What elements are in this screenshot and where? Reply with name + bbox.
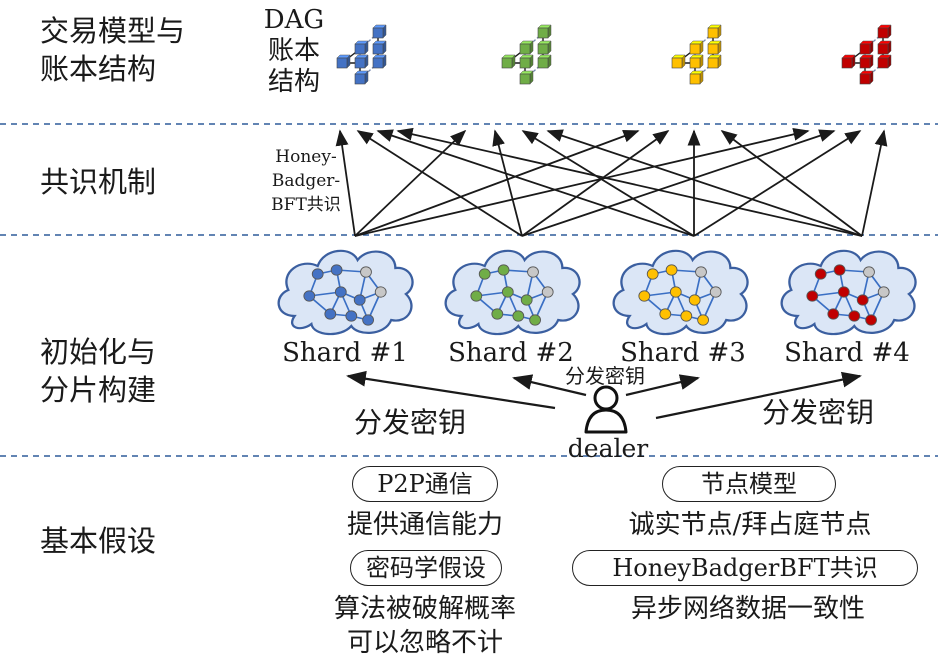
shard-clouds bbox=[277, 249, 917, 336]
consensus-note-line1: Honey- bbox=[275, 147, 336, 167]
dag-label-line2: 账本 bbox=[268, 36, 320, 66]
dag-block-group-3 bbox=[671, 24, 722, 85]
dag-label-line3: 结构 bbox=[268, 67, 320, 97]
consensus-note-line3: BFT共识 bbox=[271, 195, 341, 215]
shard-cloud-2 bbox=[444, 249, 581, 336]
key-distribution-center: 分发密钥 bbox=[565, 364, 645, 388]
shard-cloud-3 bbox=[612, 249, 749, 336]
dag-ledger-groups bbox=[336, 24, 892, 85]
key-distribution-right: 分发密钥 bbox=[761, 396, 874, 429]
shard-cloud-1 bbox=[277, 249, 414, 336]
dag-label-line1: DAG bbox=[264, 5, 324, 35]
node-model-desc: 诚实节点/拜占庭节点 bbox=[628, 510, 872, 540]
crypto-assumption-desc: 算法被破解概率 可以忽略不计 bbox=[333, 594, 516, 658]
shard-label-2: Shard #2 bbox=[448, 338, 574, 368]
consensus-arrows bbox=[335, 127, 888, 237]
shard-label-3: Shard #3 bbox=[620, 338, 746, 368]
dag-block-group-1 bbox=[336, 24, 387, 85]
consensus-note-line2: Badger- bbox=[272, 171, 340, 191]
key-distribution-left: 分发密钥 bbox=[353, 406, 466, 439]
honeybadger-consensus-box: HoneyBadgerBFT共识 bbox=[572, 550, 918, 586]
p2p-communication-desc: 提供通信能力 bbox=[346, 510, 503, 540]
honeybadger-consensus-desc: 异步网络数据一致性 bbox=[630, 594, 865, 624]
node-model-box: 节点模型 bbox=[662, 466, 836, 502]
dag-block-group-4 bbox=[841, 24, 892, 85]
layer-label-init: 初始化与 分片构建 bbox=[40, 335, 157, 407]
layer-label-ledger: 交易模型与 账本结构 bbox=[40, 14, 186, 86]
shard-cloud-4 bbox=[780, 249, 917, 336]
dealer-icon bbox=[584, 385, 628, 434]
shard-label-1: Shard #1 bbox=[282, 338, 408, 368]
layer-label-consensus: 共识机制 bbox=[40, 165, 157, 199]
dealer-label: dealer bbox=[567, 434, 649, 463]
layer-label-assumption: 基本假设 bbox=[40, 524, 157, 558]
shard-label-4: Shard #4 bbox=[784, 338, 910, 368]
crypto-assumption-box: 密码学假设 bbox=[350, 550, 502, 586]
key-distribution-arrows bbox=[346, 370, 862, 420]
dag-block-group-2 bbox=[501, 24, 552, 85]
p2p-communication-box: P2P通信 bbox=[352, 466, 498, 502]
